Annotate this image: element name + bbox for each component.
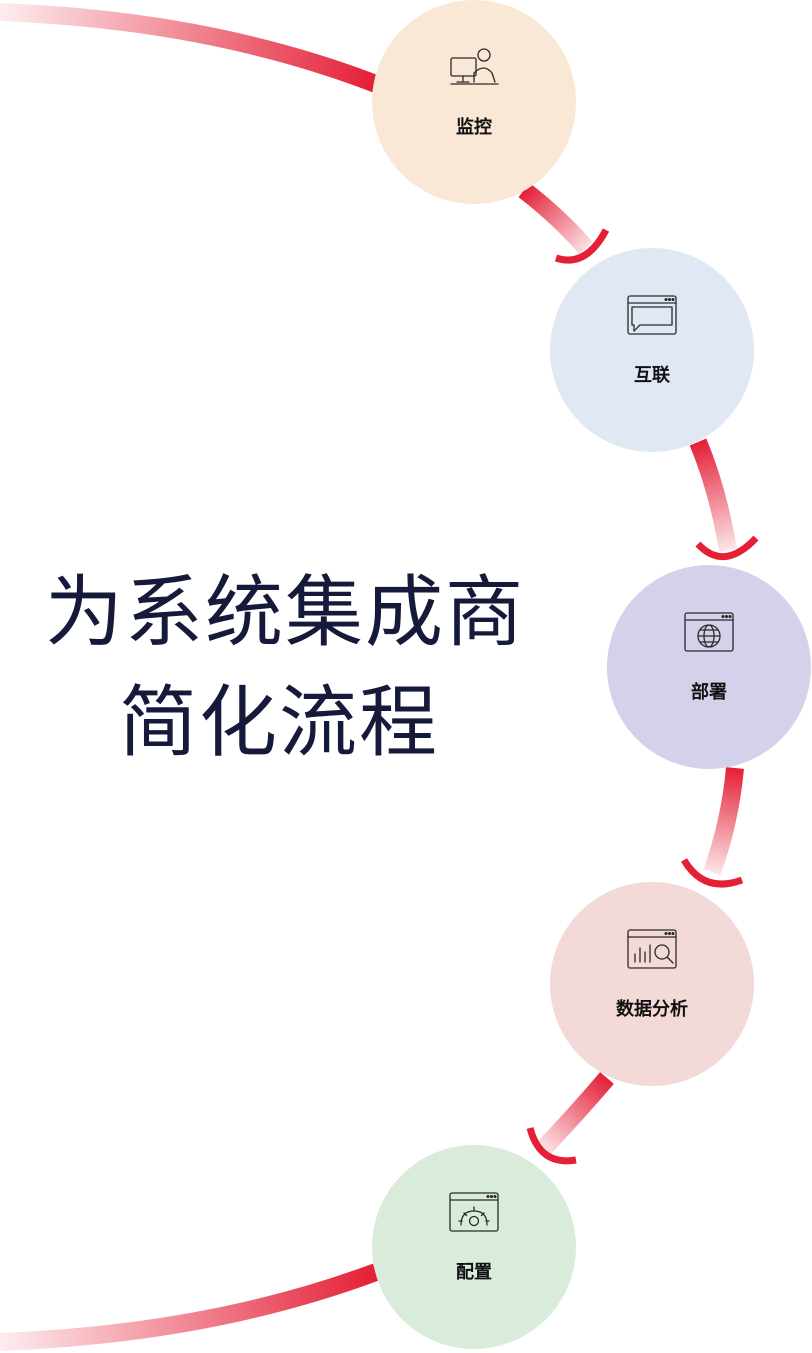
arrowhead-configuration (526, 1127, 577, 1165)
step-monitoring: 监控 (372, 0, 576, 204)
settings-gear-icon (449, 1192, 499, 1232)
analytics-search-icon (627, 929, 677, 969)
step-deployment: 部署 (607, 565, 811, 769)
connector-analytics-to-configuration (537, 1072, 614, 1155)
connector-deployment-to-analytics (703, 767, 744, 876)
step-configuration: 配置 (372, 1145, 576, 1349)
connector-connectivity-to-deployment (689, 438, 737, 552)
step-data-analytics: 数据分析 (550, 882, 754, 1086)
step-label-deployment: 部署 (691, 682, 727, 703)
step-label-monitoring: 监控 (456, 117, 492, 138)
headline-line-2: 简化流程 (118, 678, 439, 768)
arrowhead-deployment (695, 535, 759, 561)
connector-monitoring-to-connectivity (518, 182, 593, 254)
step-connectivity: 互联 (550, 248, 754, 452)
step-label-data-analytics: 数据分析 (616, 999, 688, 1020)
connector-bottom-out (0, 1263, 380, 1351)
step-label-connectivity: 互联 (634, 365, 670, 386)
chat-window-icon (627, 295, 677, 335)
step-label-configuration: 配置 (456, 1262, 492, 1283)
headline-line-1: 为系统集成商 (44, 568, 525, 658)
globe-window-icon (684, 612, 734, 652)
arrowhead-analytics (680, 858, 744, 888)
connector-top-in (0, 3, 380, 93)
monitor-person-icon (450, 48, 499, 85)
arrowhead-connectivity (554, 228, 610, 264)
